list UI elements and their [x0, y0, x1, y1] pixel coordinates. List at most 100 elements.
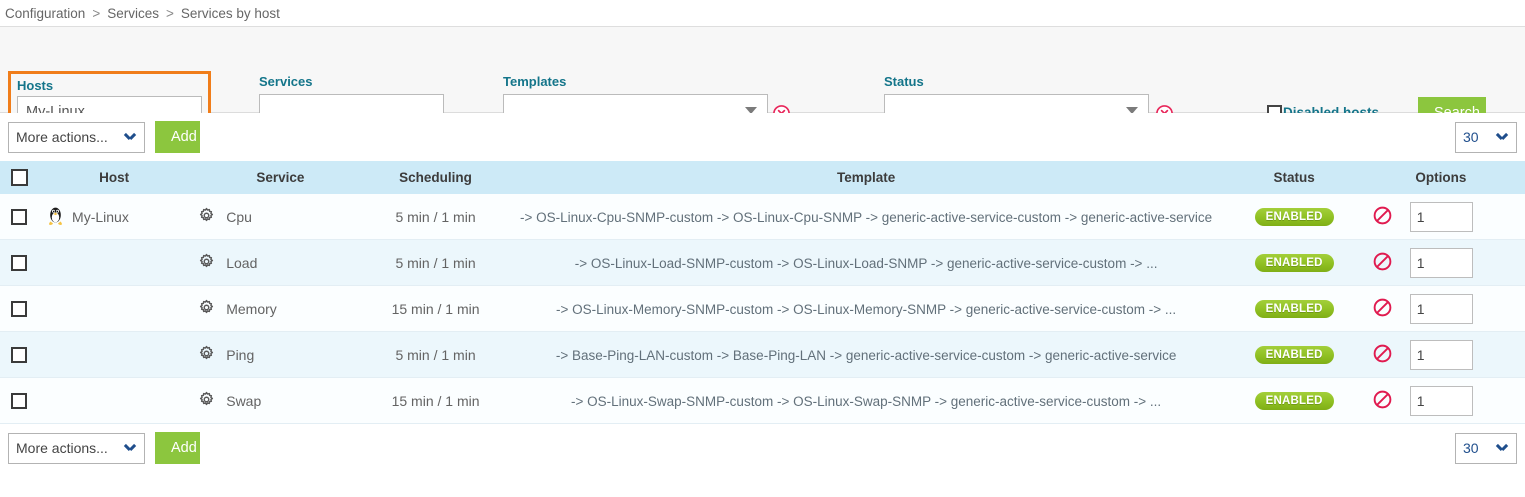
quantity-input[interactable] — [1409, 339, 1473, 370]
rows-per-page-top-wrap[interactable]: 30 — [1455, 121, 1517, 153]
row-checkbox[interactable] — [11, 209, 28, 226]
scheduling-cell: 5 min / 1 min — [370, 194, 501, 240]
status-cell: ENABLED — [1231, 194, 1357, 240]
select-all-checkbox[interactable] — [10, 169, 28, 186]
template-text: -> OS-Linux-Cpu-SNMP-custom -> OS-Linux-… — [519, 209, 1213, 225]
filter-bar: Hosts Services Templates Status — [0, 27, 1525, 144]
host-cell — [38, 377, 191, 424]
add-button-top[interactable]: Add — [155, 121, 200, 153]
table-row: Swap 15 min / 1 min -> OS-Linux-Swap-SNM… — [0, 377, 1525, 424]
breadcrumb-separator: > — [165, 5, 174, 21]
quantity-input[interactable] — [1409, 385, 1473, 416]
more-actions-select-top[interactable]: More actions... — [8, 121, 145, 153]
row-checkbox[interactable] — [11, 301, 28, 318]
scheduling-cell: 15 min / 1 min — [370, 377, 501, 424]
service-cell: Swap — [190, 377, 371, 424]
service-cell: Cpu — [190, 194, 371, 240]
quantity-input[interactable] — [1409, 201, 1473, 232]
row-checkbox[interactable] — [11, 393, 28, 410]
column-header-template[interactable]: Template — [500, 161, 1232, 194]
gear-icon — [198, 253, 215, 273]
template-text: -> OS-Linux-Load-SNMP-custom -> OS-Linux… — [574, 255, 1158, 271]
host-cell: My-Linux — [38, 194, 191, 240]
row-select-cell — [0, 331, 39, 378]
table-row: Load 5 min / 1 min -> OS-Linux-Load-SNMP… — [0, 239, 1525, 286]
add-button-bottom[interactable]: Add — [155, 432, 200, 464]
options-cell — [1356, 285, 1525, 332]
breadcrumb-separator: > — [92, 5, 101, 21]
column-header-status[interactable]: Status — [1231, 161, 1357, 194]
gear-icon — [198, 391, 215, 411]
more-actions-bottom-wrap[interactable]: More actions... — [8, 432, 145, 464]
gear-icon — [198, 345, 215, 365]
breadcrumb-item-services[interactable]: Services — [107, 5, 159, 21]
template-text: -> OS-Linux-Memory-SNMP-custom -> OS-Lin… — [556, 301, 1177, 317]
template-text: -> Base-Ping-LAN-custom -> Base-Ping-LAN… — [555, 347, 1177, 363]
template-text: -> OS-Linux-Swap-SNMP-custom -> OS-Linux… — [571, 393, 1162, 409]
row-checkbox[interactable] — [11, 347, 28, 364]
gear-icon — [198, 207, 215, 227]
row-checkbox[interactable] — [11, 255, 28, 272]
disable-forbidden-icon[interactable] — [1373, 206, 1392, 228]
column-header-service[interactable]: Service — [190, 161, 371, 194]
select-all-header — [0, 161, 39, 194]
disable-forbidden-icon[interactable] — [1373, 390, 1392, 412]
host-name[interactable]: My-Linux — [72, 208, 129, 225]
service-name[interactable]: Cpu — [226, 208, 252, 225]
status-badge: ENABLED — [1254, 253, 1334, 273]
options-cell — [1356, 239, 1525, 286]
table-header-row: Host Service Scheduling Template Status … — [0, 161, 1525, 194]
services-label: Services — [259, 74, 313, 89]
row-select-cell — [0, 194, 39, 240]
rows-per-page-bottom-wrap[interactable]: 30 — [1455, 432, 1517, 464]
status-cell: ENABLED — [1231, 331, 1357, 378]
status-cell: ENABLED — [1231, 285, 1357, 332]
host-cell — [38, 331, 191, 378]
more-actions-select-bottom[interactable]: More actions... — [8, 432, 145, 464]
status-badge: ENABLED — [1254, 207, 1334, 227]
rows-per-page-select-top[interactable]: 30 — [1455, 121, 1517, 153]
service-name[interactable]: Swap — [226, 392, 262, 409]
service-cell: Memory — [190, 285, 371, 332]
template-cell: -> OS-Linux-Load-SNMP-custom -> OS-Linux… — [500, 239, 1232, 286]
services-table: Host Service Scheduling Template Status … — [0, 161, 1525, 424]
rows-per-page-select-bottom[interactable]: 30 — [1455, 432, 1517, 464]
service-cell: Load — [190, 239, 371, 286]
quantity-input[interactable] — [1409, 247, 1473, 278]
column-header-host[interactable]: Host — [38, 161, 191, 194]
status-cell: ENABLED — [1231, 239, 1357, 286]
template-cell: -> OS-Linux-Memory-SNMP-custom -> OS-Lin… — [500, 285, 1232, 332]
chevron-down-icon — [745, 107, 757, 114]
row-select-cell — [0, 377, 39, 424]
breadcrumb: Configuration > Services > Services by h… — [0, 0, 1525, 27]
service-name[interactable]: Ping — [226, 346, 255, 363]
service-name[interactable]: Load — [226, 254, 258, 271]
status-cell: ENABLED — [1231, 377, 1357, 424]
breadcrumb-item-services-by-host[interactable]: Services by host — [180, 5, 280, 21]
service-cell: Ping — [190, 331, 371, 378]
column-header-options: Options — [1356, 161, 1525, 194]
more-actions-top-wrap[interactable]: More actions... — [8, 121, 145, 153]
quantity-input[interactable] — [1409, 293, 1473, 324]
disable-forbidden-icon[interactable] — [1373, 298, 1392, 320]
host-cell — [38, 285, 191, 332]
column-header-scheduling[interactable]: Scheduling — [370, 161, 501, 194]
row-select-cell — [0, 285, 39, 332]
chevron-down-icon — [1126, 107, 1138, 114]
template-cell: -> Base-Ping-LAN-custom -> Base-Ping-LAN… — [500, 331, 1232, 378]
disable-forbidden-icon[interactable] — [1373, 252, 1392, 274]
template-cell: -> OS-Linux-Swap-SNMP-custom -> OS-Linux… — [500, 377, 1232, 424]
status-label: Status — [884, 74, 924, 89]
breadcrumb-item-configuration[interactable]: Configuration — [5, 5, 86, 21]
hosts-label: Hosts — [17, 78, 54, 93]
disable-forbidden-icon[interactable] — [1373, 344, 1392, 366]
status-badge: ENABLED — [1254, 391, 1334, 411]
linux-penguin-icon — [46, 205, 65, 229]
toolbar-bottom: More actions... Add 30 — [0, 424, 1525, 472]
row-select-cell — [0, 239, 39, 286]
table-row: My-Linux Cpu 5 min / 1 min — [0, 194, 1525, 240]
service-name[interactable]: Memory — [226, 300, 277, 317]
options-cell — [1356, 331, 1525, 378]
template-cell: -> OS-Linux-Cpu-SNMP-custom -> OS-Linux-… — [500, 194, 1232, 240]
options-cell — [1356, 377, 1525, 424]
